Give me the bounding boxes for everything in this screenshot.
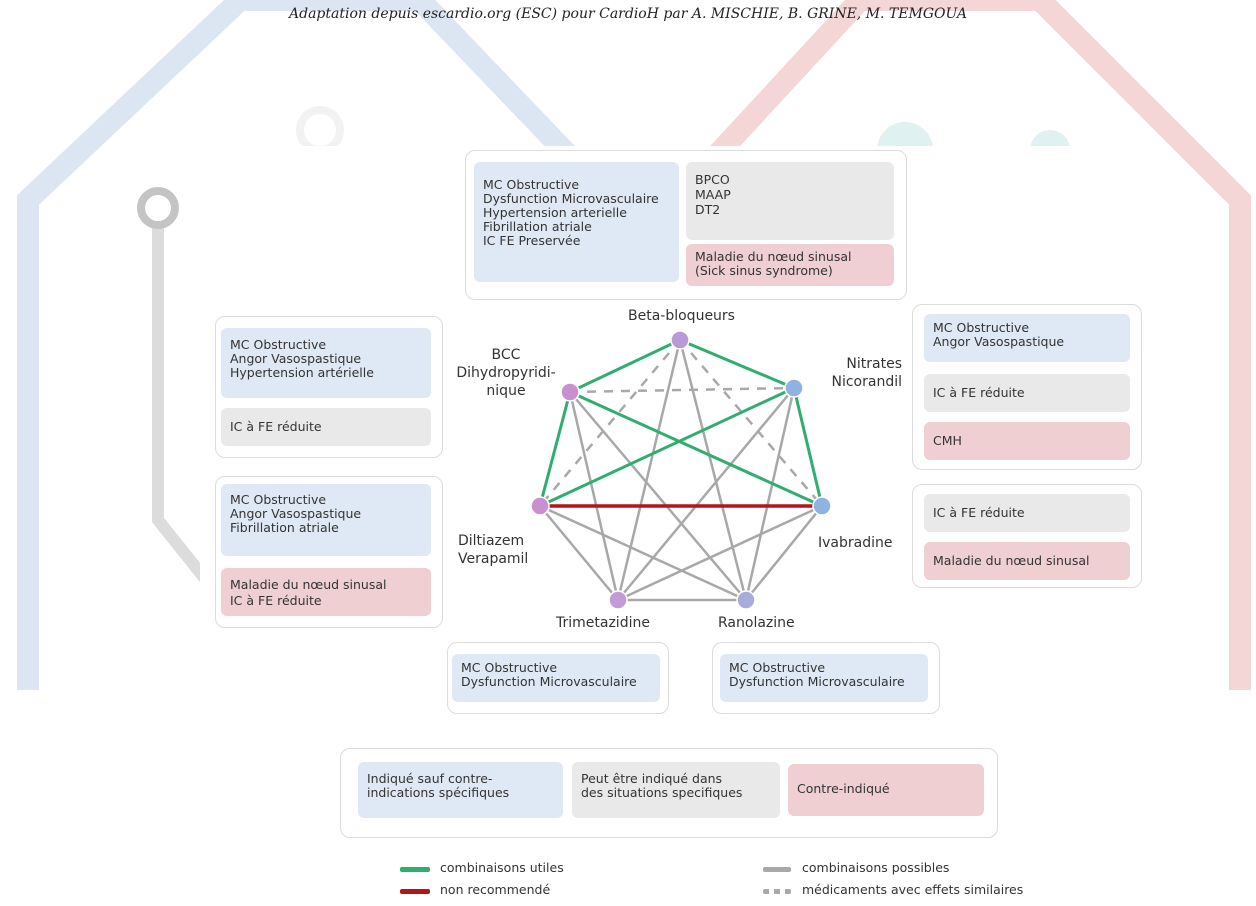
diltiazem-bracket: [215, 476, 443, 628]
edge-nitrates-diltiazem-useful: [539, 386, 795, 508]
legend-not-recommended-label: non recommendé: [440, 882, 551, 897]
node-group: [530, 330, 832, 610]
legend-contraindicated: Contre-indiqué: [788, 764, 984, 816]
edge-bcc-diltiazem-useful: [538, 391, 572, 507]
bcc-possible-box: IC à FE réduite: [221, 408, 431, 446]
edge-bcc-ivabradine-useful: [569, 390, 823, 508]
blue-octagon-outline: [17, 0, 648, 690]
node-label-ranolazine: Ranolazine: [718, 615, 795, 631]
edge-group: [538, 338, 824, 602]
ivabradine-bracket: [912, 484, 1142, 588]
node-ivabradine: [812, 496, 832, 516]
node-ranolazine: [736, 590, 756, 610]
edge-beta-nitrates-useful: [679, 338, 795, 390]
edge-nitrates-ivabradine-useful: [792, 387, 824, 507]
ivabradine-possible-box: IC à FE réduite: [924, 494, 1130, 532]
edge-bcc-ranolazine-possible: [569, 391, 747, 601]
legend-useful-label: combinaisons utiles: [440, 860, 564, 875]
diltiazem-indicated-box: MC Obstructive Angor Vasospastique Fibri…: [221, 484, 431, 556]
node-label-ivabradine: Ivabradine: [818, 535, 893, 551]
credit-line: Adaptation depuis escardio.org (ESC) pou…: [289, 6, 967, 22]
edge-bcc-nitrates-similar: [569, 386, 795, 394]
legend-not-recommended-swatch: [400, 889, 430, 894]
edge-beta-diltiazem-similar: [539, 339, 681, 507]
node-label-bcc: BCC Dihydropyridi- nique: [456, 347, 556, 399]
edge-beta-bcc-useful: [569, 338, 681, 394]
nitrates-indicated-box: MC Obstructive Angor Vasospastique: [924, 314, 1130, 362]
ranolazine-indicated-box: MC Obstructive Dysfunction Microvasculai…: [720, 654, 928, 702]
legend-indicated: Indiqué sauf contre- indications spécifi…: [358, 762, 563, 818]
edge-diltiazem-trimetazidine-possible: [539, 505, 619, 601]
bcc-bracket: [215, 316, 443, 458]
legend-bracket: [340, 748, 998, 838]
trimetazidine-bracket: [447, 642, 669, 714]
bcc-indicated-box: MC Obstructive Angor Vasospastique Hyper…: [221, 328, 431, 398]
node-trimetazidine: [608, 590, 628, 610]
node-beta: [670, 330, 690, 350]
edge-ivabradine-trimetazidine-possible: [617, 504, 823, 602]
nitrates-possible-box: IC à FE réduite: [924, 374, 1130, 412]
node-diltiazem: [530, 496, 550, 516]
nitrates-bracket: [912, 304, 1142, 470]
beta-indicated-box: MC Obstructive Dysfunction Microvasculai…: [474, 162, 679, 282]
legend-similar-swatch: [763, 889, 791, 894]
node-label-beta: Beta-bloqueurs: [628, 308, 735, 324]
ivabradine-contraindicated-box: Maladie du nœud sinusal: [924, 542, 1130, 580]
legend-similar-label: médicaments avec effets similaires: [802, 882, 1024, 897]
node-label-diltiazem: Diltiazem Verapamil: [458, 533, 529, 567]
nitrates-contraindicated-box: CMH: [924, 422, 1130, 460]
red-octagon-outline: [611, 0, 1251, 690]
edge-beta-ivabradine-similar: [679, 339, 823, 507]
edge-nitrates-ranolazine-possible: [744, 387, 796, 601]
edge-beta-ranolazine-possible: [678, 339, 748, 601]
node-nitrates: [784, 378, 804, 398]
legend-possible: Peut être indiqué dans des situations sp…: [572, 762, 780, 818]
trimetazidine-indicated-box: MC Obstructive Dysfunction Microvasculai…: [452, 654, 660, 702]
legend-possible-label: combinaisons possibles: [802, 860, 950, 875]
circuit-node-icon: [137, 187, 179, 229]
beta-contraindicated-box: Maladie du nœud sinusal (Sick sinus synd…: [686, 244, 894, 286]
edge-bcc-trimetazidine-possible: [568, 391, 620, 601]
edge-ivabradine-ranolazine-possible: [745, 505, 823, 601]
diltiazem-contraindicated-box: Maladie du nœud sinusal IC à FE réduite: [221, 568, 431, 616]
legend-possible-swatch: [763, 867, 791, 872]
node-label-nitrates: Nitrates Nicorandil: [831, 356, 903, 390]
node-bcc: [560, 382, 580, 402]
legend-useful-swatch: [400, 867, 430, 872]
edge-nitrates-trimetazidine-possible: [617, 387, 795, 601]
node-label-trimetazidine: Trimetazidine: [556, 615, 650, 631]
edge-diltiazem-ranolazine-possible: [539, 504, 747, 602]
beta-bracket: [465, 150, 907, 300]
ranolazine-bracket: [712, 642, 940, 714]
edge-beta-trimetazidine-possible: [616, 339, 682, 601]
beta-possible-box: BPCO MAAP DT2: [686, 162, 894, 240]
